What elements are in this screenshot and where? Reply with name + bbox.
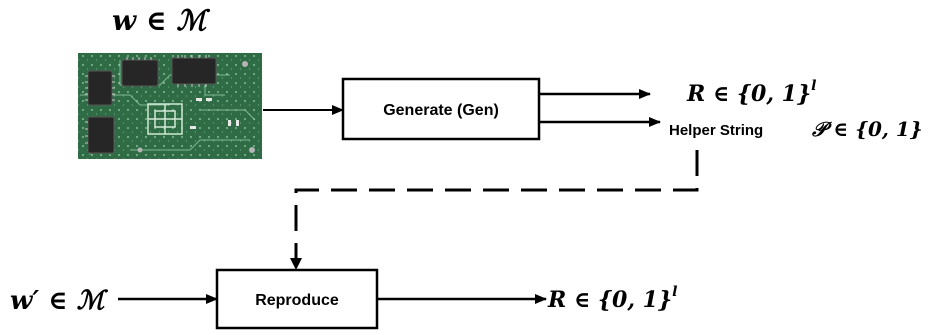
reproduce-box [215, 268, 379, 330]
helper-string-label: Helper String [669, 122, 763, 139]
helper-string-math: 𝒫 ∈ {0, 1} [811, 117, 923, 141]
dashed-path-arrowhead [290, 258, 302, 270]
reproduce-box-label: Reproduce [255, 292, 339, 309]
input-w-label: w ∈ ℳ [112, 4, 210, 37]
circuit-board-image [78, 53, 262, 159]
generate-box [341, 77, 541, 141]
output-r-top-label: R ∈ {0, 1}l [686, 78, 816, 107]
input-w-prime-label: w′ ∈ ℳ [10, 286, 109, 316]
generate-box-label: Generate (Gen) [383, 102, 499, 119]
dashed-helper-path [294, 150, 699, 258]
output-r-bottom-exponent: l [672, 284, 677, 300]
output-r-top-exponent: l [811, 78, 816, 94]
output-r-bottom-label: R ∈ {0, 1}l [547, 284, 677, 313]
